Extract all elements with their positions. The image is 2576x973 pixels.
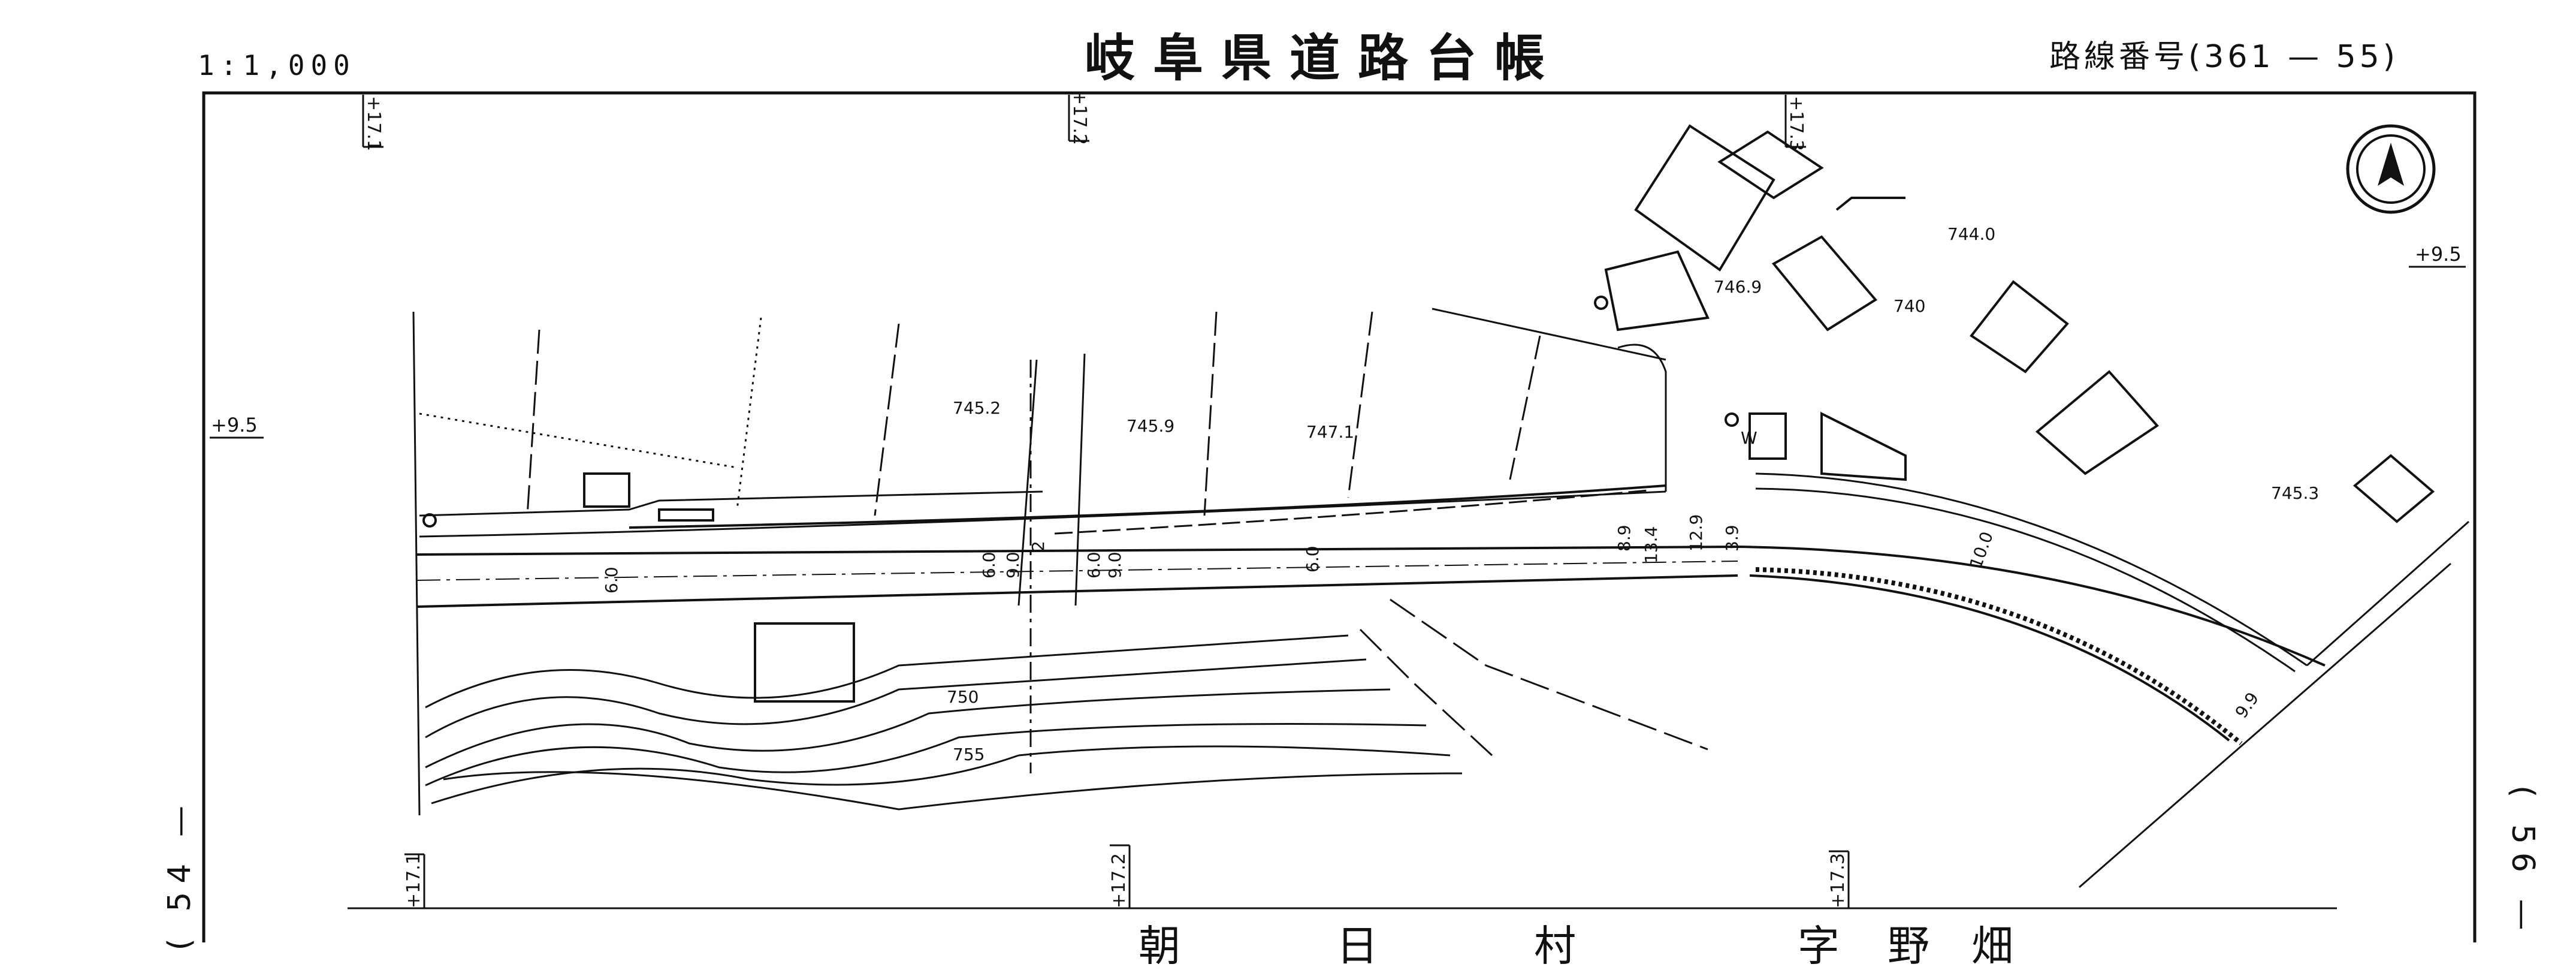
offset-label: +9.5 — [211, 414, 258, 436]
map-title: 岐阜県道路台帳 — [1085, 29, 1563, 88]
elevation-label: 745.3 — [2271, 483, 2319, 503]
elevation-label: 747.1 — [1306, 422, 1354, 442]
width-label: 9.0 — [1003, 552, 1023, 579]
width-label: 13.4 — [1641, 526, 1661, 564]
contour-label: 750 — [947, 687, 979, 707]
width-label: 12.9 — [1686, 514, 1706, 552]
road — [416, 353, 2326, 773]
adjacent-sheet-right: ( 56 — — [2505, 785, 2541, 939]
contour-label: 755 — [953, 745, 985, 764]
station-label-bottom: +17.2 — [1109, 853, 1130, 908]
offset-label: +9.5 — [2415, 243, 2462, 266]
station-label-top: +17.2 — [1069, 90, 1090, 145]
elevation-label: 745.9 — [1127, 416, 1174, 436]
width-label: 9.9 — [2231, 689, 2263, 722]
station-label-top: +17.1 — [363, 96, 384, 151]
route-number: 路線番号(361 — 55) — [2049, 39, 2399, 75]
parcel-lines — [412, 308, 2469, 888]
contour-lines — [425, 634, 1463, 811]
station-label-bottom: +17.3 — [1828, 853, 1849, 908]
station-label-top: +17.3 — [1786, 96, 1807, 151]
map-frame — [202, 91, 2477, 942]
elevation-label: 744.0 — [1947, 224, 1995, 244]
road-ledger-map: +17.1 +17.2 +17.3 +17.1 +17.2 +17.3 +9.5… — [202, 90, 2477, 942]
elevation-label: 745.2 — [953, 398, 1001, 418]
width-label: 6.0 — [602, 567, 621, 594]
map-scale: 1:1,000 — [198, 49, 356, 82]
buildings — [583, 124, 2435, 703]
width-label: 2 — [1028, 541, 1048, 552]
width-label: 6.0 — [1303, 546, 1322, 573]
width-label: 10.0 — [1966, 529, 1997, 571]
width-label: 9.0 — [1105, 552, 1125, 579]
north-arrow-icon — [2346, 124, 2436, 214]
station-ticks — [210, 95, 2466, 908]
station-label-bottom: +17.1 — [403, 853, 424, 908]
width-label: 8.9 — [1614, 525, 1634, 552]
elevation-label: 746.9 — [1714, 277, 1762, 297]
water-symbol: W — [1741, 428, 1757, 448]
elevation-label: 740 — [1894, 296, 1925, 316]
width-label: 6.0 — [979, 552, 999, 579]
map-symbols — [422, 197, 1905, 528]
width-label: 3.9 — [1722, 525, 1742, 552]
width-label: 6.0 — [1084, 552, 1104, 579]
